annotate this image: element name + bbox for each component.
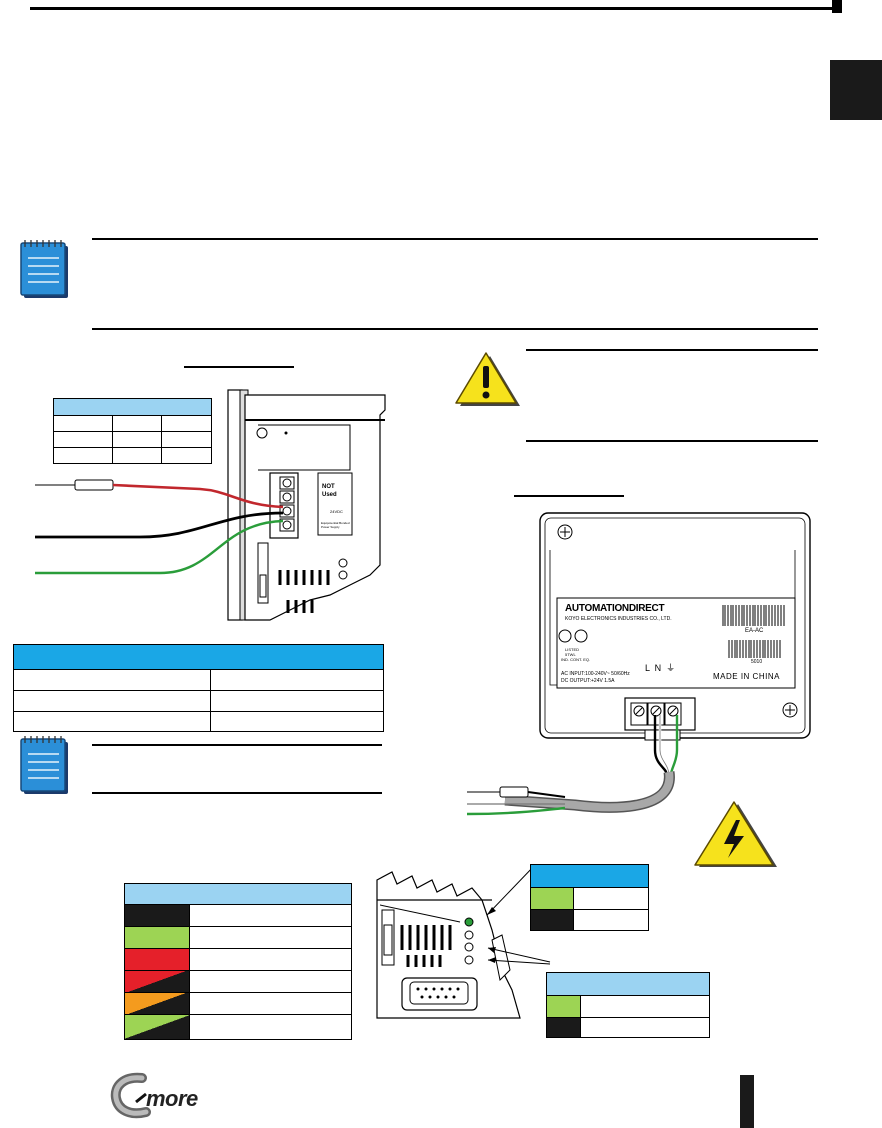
plate-terminals: L N ⏚ (645, 663, 676, 673)
plate-listing-sub: 5TWL (565, 652, 576, 657)
led-swatch-green (125, 927, 189, 948)
led-leader-lines (379, 860, 570, 970)
plate-part-number: EA-AC (745, 628, 764, 634)
top-rule-end (832, 0, 842, 13)
warning-rule-2 (526, 440, 818, 442)
wire-spec-table (53, 398, 212, 464)
high-voltage-icon (688, 800, 780, 870)
cmore-logo: more (110, 1072, 222, 1120)
power-led-table (530, 864, 649, 931)
led-status-table-header (125, 884, 351, 904)
plate-ac-input: AC INPUT:100-240V~ 50/60Hz (561, 671, 630, 677)
plate-company: KOYO ELECTRONICS INDUSTRIES CO., LTD. (565, 616, 672, 622)
plate-serial: 5010 (751, 659, 763, 665)
note-top-rule-1 (92, 238, 818, 240)
led-swatch-red-black (125, 971, 189, 992)
comm-led-swatch-green (547, 996, 580, 1017)
power-spec-table (13, 644, 384, 732)
note-bottom-rule-1 (92, 744, 382, 746)
dc-wiring-drawing: NOT Used 24VDC Equipotential Bonded Powe… (30, 385, 420, 625)
power-spec-table-header (14, 645, 383, 669)
chapter-tab (830, 60, 882, 120)
note-icon-bottom (16, 736, 72, 796)
page-number-block (740, 1075, 754, 1128)
note-bottom-rule-2 (92, 792, 382, 794)
ac-power-module-drawing: AUTOMATIONDIRECT KOYO ELECTRONICS INDUST… (455, 510, 815, 830)
plate-ind-cont: IND. CONT. EQ. (561, 657, 591, 662)
top-rule (30, 7, 836, 10)
note-top-rule-2 (92, 328, 818, 330)
warning-icon (452, 350, 522, 410)
power-led-table-header (531, 865, 648, 887)
led-swatch-green-black (125, 1015, 189, 1039)
plate-dc-output: DC OUTPUT:+24V 1.5A (561, 678, 615, 684)
note-icon-top (16, 240, 72, 300)
figure-title-underline-right (514, 495, 624, 497)
led-status-table (124, 883, 352, 1040)
plate-origin: MADE IN CHINA (713, 672, 780, 681)
plate-brand: AUTOMATIONDIRECT (565, 603, 665, 614)
plate-listing: LISTED (565, 647, 580, 652)
comm-led-swatch-off (547, 1018, 580, 1037)
power-led-swatch-off (531, 910, 573, 930)
led-swatch-orange-black (125, 993, 189, 1014)
cmore-logo-more: more (146, 1086, 198, 1111)
wire-spec-table-header (54, 399, 211, 415)
comm-led-table (546, 972, 710, 1038)
terminal-label-24v: 24VDC (330, 509, 343, 514)
led-panel-drawing (372, 870, 532, 1020)
led-swatch-off (125, 905, 189, 926)
terminal-label-earth: Equipotential Bonded Power Supply (321, 521, 350, 529)
warning-rule-1 (526, 349, 818, 351)
figure-title-underline-left (184, 366, 294, 368)
terminal-label-not-used: NOT Used (322, 484, 337, 498)
led-swatch-red (125, 949, 189, 970)
power-led-swatch-green (531, 888, 573, 909)
comm-led-table-header (547, 973, 709, 995)
